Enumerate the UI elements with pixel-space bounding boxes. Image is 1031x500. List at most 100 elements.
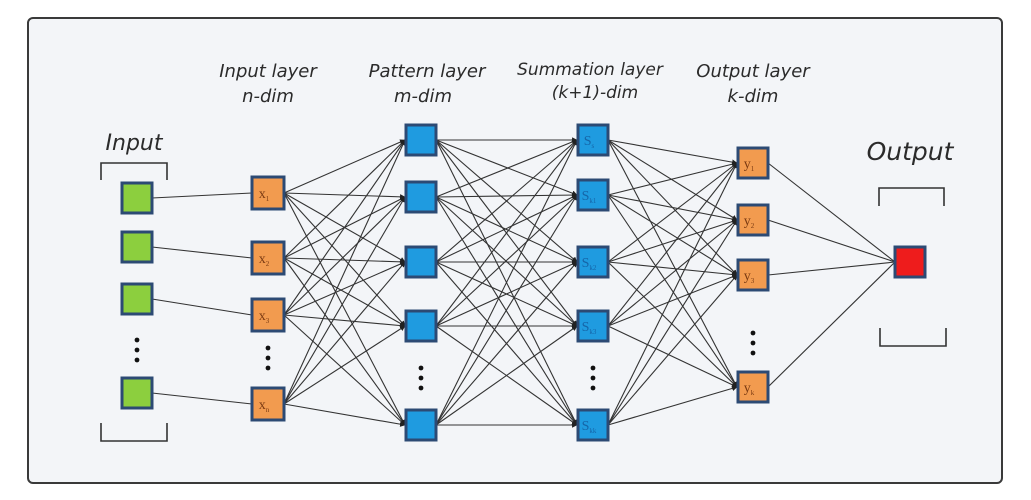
input-layer-node: x3 [250, 297, 286, 333]
output-bottom-bracket [879, 328, 947, 347]
node-label: y1 [744, 157, 755, 173]
output-layer-title: Output layer [696, 61, 811, 82]
ellipsis-dot [134, 357, 140, 363]
edge-input_layer-to-pattern [283, 196, 406, 316]
ellipsis-dot [750, 340, 756, 346]
edge-input_layer-to-pattern [283, 139, 406, 259]
summation-node: Sk2 [576, 245, 610, 279]
node-box [893, 245, 927, 279]
output-top-bracket [878, 187, 945, 206]
edge-pattern-to-summation [435, 325, 578, 426]
edge-pattern-to-summation [435, 194, 578, 327]
input-layer-dim: n-dim [242, 86, 294, 107]
node-box [120, 282, 154, 316]
node-label: y2 [744, 214, 755, 230]
edge-input-to-input-layer [151, 246, 253, 259]
node-box [404, 245, 438, 279]
ellipsis-dot [590, 375, 596, 381]
edge-pattern-to-summation [435, 192, 578, 198]
input-layer-node: x2 [250, 240, 286, 276]
edge-pattern-to-summation [435, 261, 578, 426]
edge-input_layer-to-pattern [283, 314, 406, 329]
edge-input_layer-to-pattern [283, 139, 406, 405]
node-box [250, 297, 286, 333]
summation-node: Sk3 [576, 309, 610, 343]
pattern-layer-dim: m-dim [394, 86, 452, 107]
edge-pattern-to-summation [435, 194, 578, 426]
edge-input-to-input-layer [151, 298, 253, 316]
edge-input_layer-to-pattern [283, 314, 406, 426]
pattern-node [404, 180, 438, 214]
edge-summation-to-output_layer [607, 218, 738, 263]
input-top-bracket [100, 162, 168, 180]
node-label: x1 [259, 187, 270, 203]
summation-layer-title: Summation layer [517, 60, 664, 80]
edge-pattern-to-summation [435, 139, 578, 426]
output-layer-node: y1 [736, 146, 770, 180]
output-layer-node: y2 [736, 203, 770, 237]
output-node [893, 245, 927, 279]
edge-summation-to-output_layer [607, 325, 738, 388]
edge-summation-to-output_layer [607, 274, 738, 426]
edge-input_layer-to-pattern [283, 192, 406, 426]
edge-pattern-to-summation [435, 139, 578, 196]
edge-input_layer-to-pattern [283, 139, 406, 316]
summation-node: Ss [576, 123, 610, 157]
summation-node: Sk1 [576, 178, 610, 212]
edge-pattern-to-summation [435, 194, 578, 263]
node-box [404, 309, 438, 343]
edge-output_layer-to-output [767, 162, 896, 263]
node-label: y3 [744, 269, 755, 285]
edge-summation-to-output_layer [607, 194, 738, 388]
ellipsis-dot [590, 385, 596, 391]
node-box [404, 408, 438, 442]
edge-summation-to-output_layer [607, 139, 738, 165]
ellipsis-dot [134, 347, 140, 353]
node-box [736, 258, 770, 292]
ellipsis-dot [750, 330, 756, 336]
edge-input_layer-to-pattern [283, 261, 406, 316]
pattern-node [404, 408, 438, 442]
node-box [404, 180, 438, 214]
node-box [250, 175, 286, 211]
edge-summation-to-output_layer [607, 194, 738, 222]
node-label: x3 [259, 309, 270, 325]
input-node [120, 230, 154, 264]
edge-input-to-input-layer [151, 392, 253, 405]
edge-input_layer-to-pattern [283, 325, 406, 405]
node-box [250, 240, 286, 276]
node-box [736, 203, 770, 237]
node-box [120, 376, 154, 410]
summation-layer-dim: (k+1)-dim [552, 83, 638, 103]
node-box [576, 123, 610, 157]
edge-summation-to-output_layer [607, 162, 738, 327]
ellipsis-dot [750, 350, 756, 356]
node-box [576, 408, 610, 442]
edge-summation-to-output_layer [607, 161, 738, 196]
edge-summation-to-output_layer [607, 162, 738, 263]
edge-pattern-to-summation [435, 196, 578, 263]
edge-input_layer-to-pattern [283, 192, 406, 200]
edge-input_layer-to-pattern [283, 257, 406, 327]
input-layer-node: xn [250, 386, 286, 422]
ellipsis-dot [265, 365, 271, 371]
pattern-node [404, 309, 438, 343]
input-label: Input [106, 131, 164, 156]
input-layer-title: Input layer [219, 61, 318, 82]
output-label: Output [867, 137, 955, 166]
edge-pattern-to-summation [435, 139, 578, 198]
ellipsis-dot [418, 375, 424, 381]
edge-summation-to-output_layer [607, 385, 738, 426]
edge-pattern-to-summation [435, 261, 578, 327]
output-layer-node: yk [736, 370, 770, 404]
ellipsis-dot [134, 337, 140, 343]
edge-summation-to-output_layer [607, 261, 738, 278]
ellipsis-dot [590, 365, 596, 371]
pattern-node [404, 123, 438, 157]
edge-input_layer-to-pattern [283, 139, 406, 194]
input-node [120, 181, 154, 215]
ellipsis-dot [265, 345, 271, 351]
node-label: yk [744, 381, 755, 397]
